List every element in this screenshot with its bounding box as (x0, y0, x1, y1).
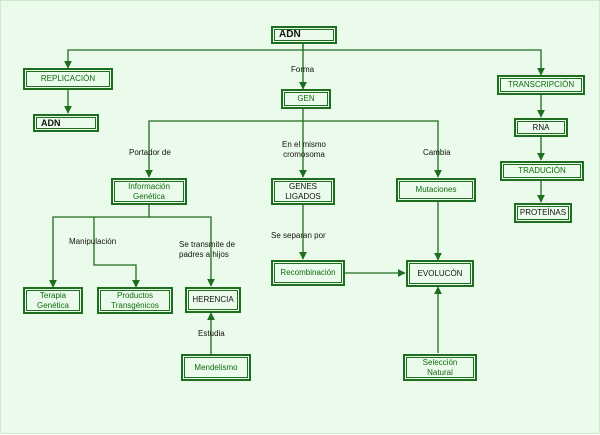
link-info-terapia (49, 205, 150, 288)
label-se-separan-por: Se separan por (271, 231, 326, 240)
node-informacion-genetica: Información Genética (111, 178, 187, 205)
label-manipulacion: Manipulación (69, 237, 117, 246)
label-se-transmite: Se transmite de padres a hijos (179, 240, 236, 259)
link-gen-mutaciones (303, 120, 442, 178)
node-recombinacion: Recombinación (271, 260, 345, 286)
node-proteinas: PROTEÍNAS (514, 203, 572, 223)
node-genes-ligados: GENES LIGADOS (271, 178, 335, 205)
label-estudia: Estudia (198, 329, 225, 338)
node-replicacion: REPLICACIÓN (23, 68, 113, 90)
node-terapia-genetica: Terapia Genética (23, 287, 83, 314)
node-tradución: TRADUCIÓN (500, 161, 584, 181)
link-info-herencia (149, 216, 215, 287)
link-gen-branch (145, 109, 304, 178)
link-adn-transcripcion (303, 49, 545, 76)
node-adn-sub: ADN (33, 114, 99, 132)
node-evolucion: EVOLUCÓN (406, 260, 474, 287)
label-en-el-mismo-cromosoma: En el mismo cromosoma (281, 140, 326, 159)
label-forma: Forma (291, 65, 315, 74)
node-productos-transgenicos: Productos Transgénicos (97, 287, 173, 314)
node-rna: RNA (514, 118, 568, 137)
node-mendelismo: Mendelismo (181, 354, 251, 381)
node-herencia: HERENCIA (185, 287, 241, 313)
node-transcripcion: TRANSCRIPCIÓN (497, 75, 585, 95)
label-portador-de: Portador de (129, 148, 171, 157)
node-gen: GEN (281, 89, 331, 109)
node-seleccion-natural: Selección Natural (403, 354, 477, 381)
link-adn-replicacion (64, 43, 304, 69)
node-adn-top: ADN (271, 26, 337, 44)
link-info-productos (93, 217, 140, 288)
node-mutaciones: Mutaciones (396, 178, 476, 202)
label-cambia: Cambia (423, 148, 451, 157)
